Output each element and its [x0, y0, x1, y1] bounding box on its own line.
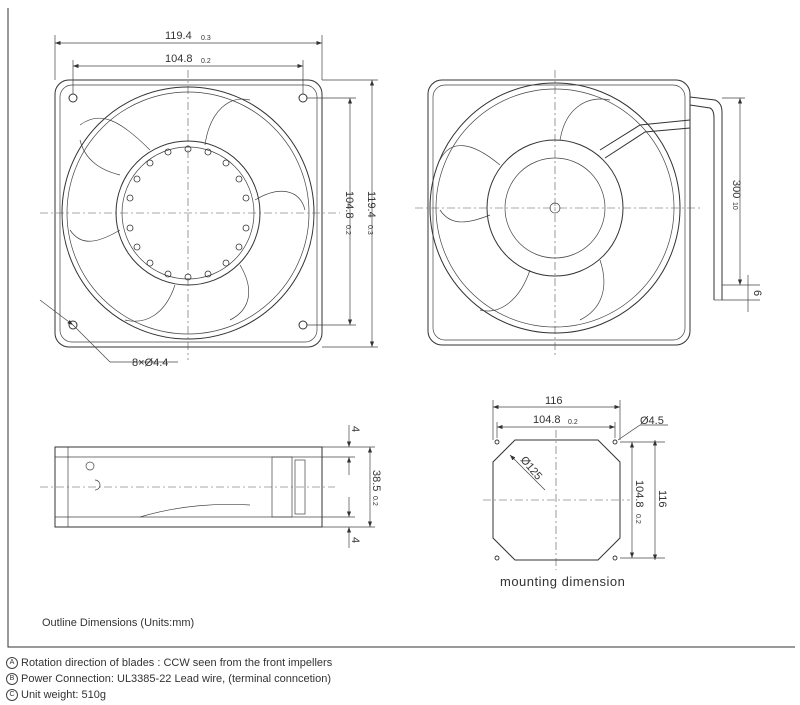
side-view: 4 4 38.5 0.2: [40, 425, 382, 548]
dim-tolerance: 0.2: [568, 419, 578, 426]
dim-hole-spacing-h: 104.8: [165, 53, 193, 65]
note-text: Power Connection: UL3385-22 Lead wire, (…: [21, 673, 332, 685]
drawing-frame: [7, 8, 795, 648]
dim-width-overall: 119.4: [165, 30, 192, 42]
dim-tolerance: 0.3: [366, 225, 373, 235]
dim-strip-length: 6: [751, 290, 763, 296]
dim-tolerance: 10: [731, 202, 738, 210]
note-marker: A: [6, 657, 18, 670]
dim-hole-spacing-v: 104.8: [343, 191, 355, 219]
dim-tolerance: 0.2: [201, 58, 211, 65]
mounting-caption: mounting dimension: [500, 574, 625, 589]
note-marker: C: [6, 689, 18, 702]
dim-mount-hole-dia: Ø4.5: [640, 415, 664, 427]
dim-lead-length: 300: [730, 180, 742, 198]
front-view: 119.4 0.3 104.8 0.2 104.8 0.2 119.4 0.3 …: [39, 30, 378, 369]
dim-mount-height: 116: [656, 490, 668, 508]
dim-mount-hole-spacing-v: 104.8: [633, 480, 645, 508]
dim-tolerance: 0.2: [371, 496, 378, 506]
note-text: Rotation direction of blades : CCW seen …: [21, 657, 333, 669]
dim-mount-width: 116: [545, 395, 563, 407]
note-text: Unit weight: 510g: [21, 689, 106, 701]
dim-flange-bottom: 4: [349, 537, 361, 543]
dim-height-overall: 119.4: [365, 191, 377, 218]
dim-flange-top: 4: [349, 426, 361, 432]
mounting-view: 116 104.8 0.2 Ø4.5 Ø125 104.8 0.2 116 mo…: [483, 395, 668, 589]
dim-cutout-dia: Ø125: [518, 454, 544, 482]
rear-view: 300 10 6: [415, 70, 763, 355]
dim-mount-hole-spacing-h: 104.8: [533, 414, 561, 426]
dim-tolerance: 0.3: [201, 35, 211, 42]
dim-depth: 38.5: [370, 470, 382, 491]
dim-tolerance: 0.2: [344, 225, 351, 235]
note-marker: B: [6, 673, 18, 686]
dim-tolerance: 0.2: [634, 514, 641, 524]
dim-holes: 8×Ø4.4: [132, 357, 168, 369]
frame-caption: Outline Dimensions (Units:mm): [42, 617, 194, 629]
